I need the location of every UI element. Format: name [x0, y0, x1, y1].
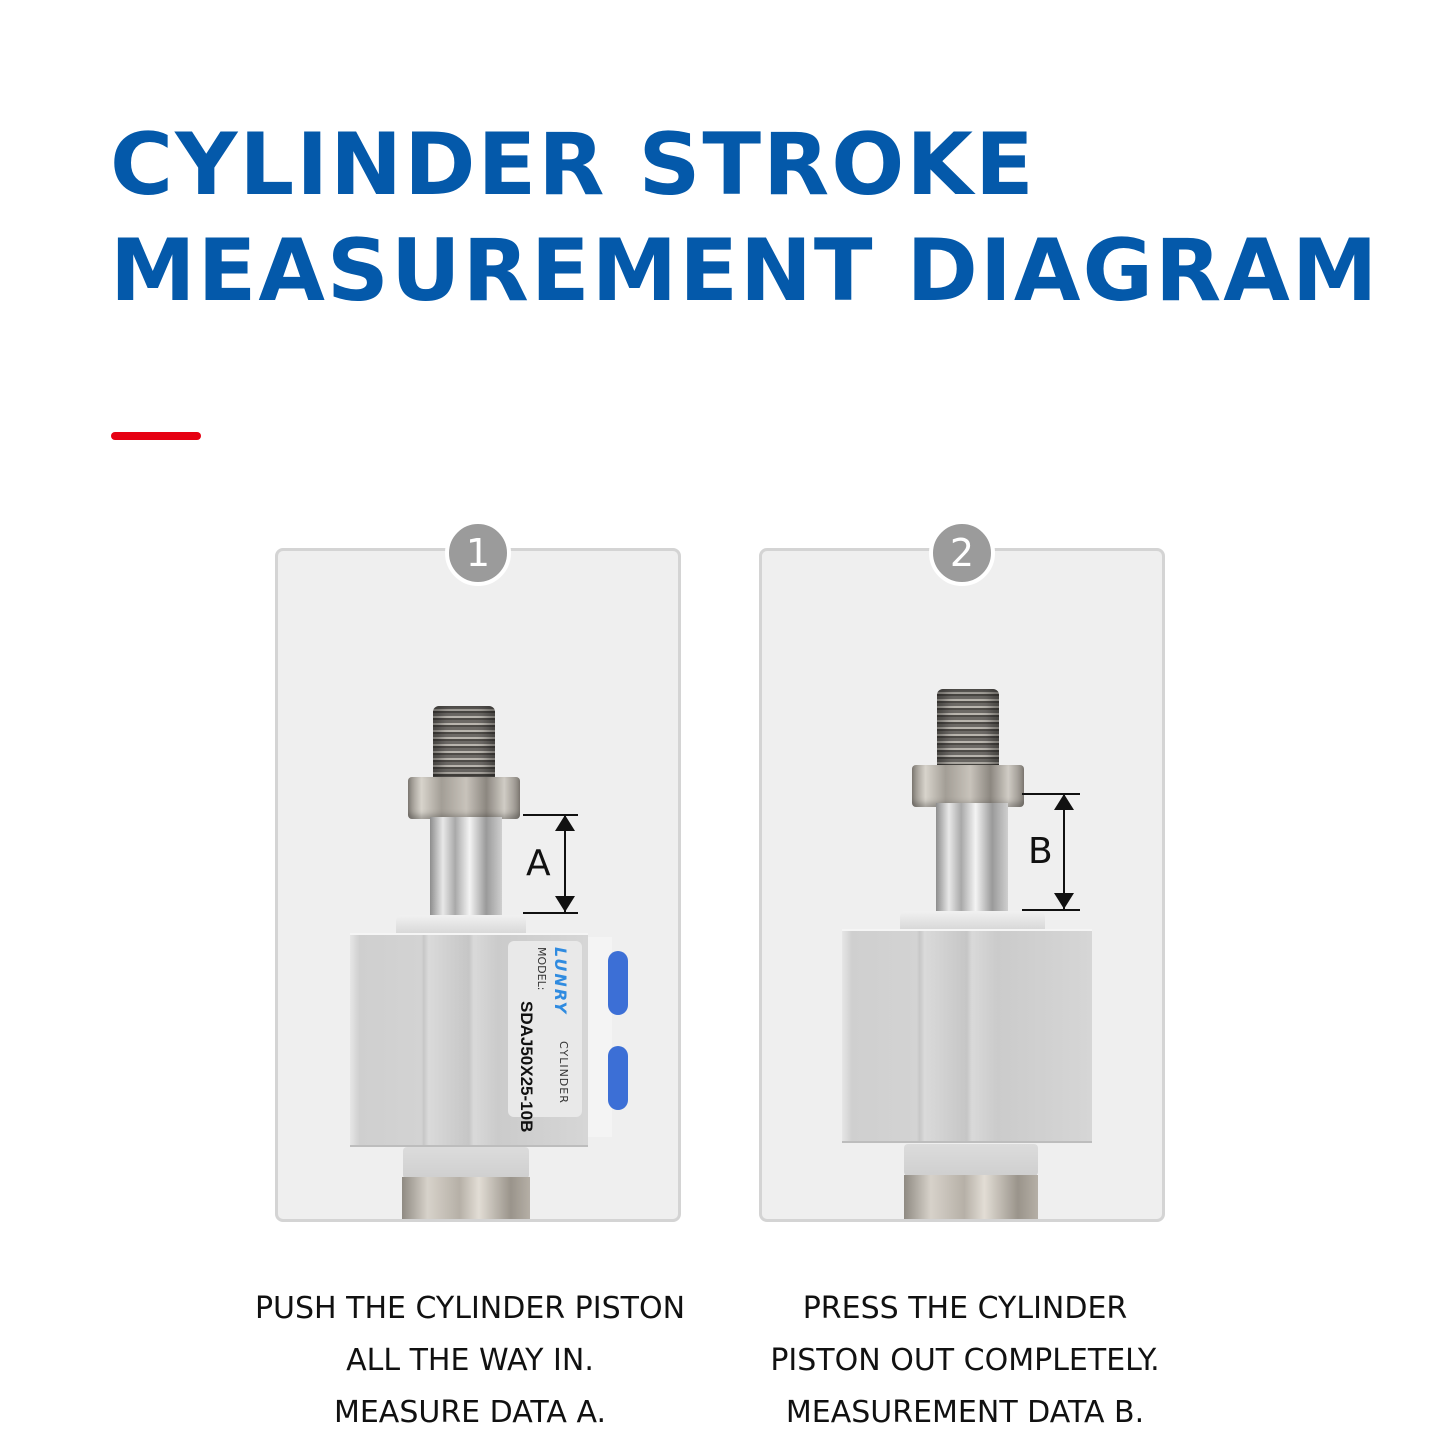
air-fitting-bottom	[608, 1046, 628, 1110]
step-number-badge: 2	[929, 520, 995, 586]
title-line-2: MEASUREMENT DIAGRAM	[110, 221, 1380, 321]
title-line-1: CYLINDER STROKE	[110, 115, 1036, 215]
air-fitting-top	[608, 951, 628, 1015]
page-title: CYLINDER STROKE MEASUREMENT DIAGRAM	[110, 112, 1379, 324]
step-number-badge: 1	[445, 520, 511, 586]
step-2-caption: PRESS THE CYLINDER PISTON OUT COMPLETELY…	[690, 1283, 1240, 1439]
step-2-cylinder-photo: B	[762, 551, 1162, 1219]
caption-line: MEASUREMENT DATA B.	[785, 1395, 1145, 1430]
model-code: SDAJ50X25-10B	[517, 1001, 536, 1133]
caption-line: PUSH THE CYLINDER PISTON	[254, 1291, 686, 1326]
threaded-rod-end	[433, 706, 495, 778]
step-2-panel: B 2	[759, 520, 1165, 1222]
step-1-caption: PUSH THE CYLINDER PISTON ALL THE WAY IN.…	[190, 1283, 750, 1439]
cylinder-body: LUNRY CYLINDER MODEL: SDAJ50X25-10B	[350, 933, 588, 1147]
red-accent-divider	[111, 432, 201, 440]
product-type: CYLINDER	[557, 1041, 570, 1104]
dimension-bottom-line	[1022, 909, 1080, 911]
arrow-down-icon	[555, 896, 575, 912]
model-prefix: MODEL:	[535, 947, 548, 991]
base-seal-ring	[904, 1144, 1038, 1176]
arrow-up-icon	[1054, 794, 1074, 810]
step-1-cylinder-photo: LUNRY CYLINDER MODEL: SDAJ50X25-10B A	[278, 551, 678, 1219]
piston-rod	[430, 817, 502, 917]
dimension-label-b: B	[1028, 831, 1053, 872]
dimension-label-a: A	[526, 843, 551, 884]
hex-nut	[912, 765, 1024, 807]
dimension-vertical-line	[1063, 795, 1065, 909]
caption-line: PISTON OUT COMPLETELY.	[770, 1343, 1160, 1378]
threaded-rod-end	[937, 689, 999, 769]
caption-line: ALL THE WAY IN.	[346, 1343, 594, 1378]
base-tube	[904, 1175, 1038, 1219]
base-tube	[402, 1177, 530, 1219]
arrow-down-icon	[1054, 893, 1074, 909]
base-seal-ring	[403, 1147, 529, 1179]
dimension-top-line	[523, 814, 578, 816]
hex-nut	[408, 777, 520, 819]
cylinder-body	[842, 929, 1092, 1143]
rod-collar	[396, 915, 526, 935]
brand-logo: LUNRY	[551, 947, 570, 1016]
dimension-top-line	[1022, 793, 1080, 795]
dimension-vertical-line	[564, 816, 566, 912]
rod-collar	[900, 911, 1045, 931]
piston-rod	[936, 803, 1008, 913]
arrow-up-icon	[555, 815, 575, 831]
step-1-panel: LUNRY CYLINDER MODEL: SDAJ50X25-10B A 1	[275, 520, 681, 1222]
caption-line: MEASURE DATA A.	[333, 1395, 607, 1430]
caption-line: PRESS THE CYLINDER	[802, 1291, 1128, 1326]
product-label: LUNRY CYLINDER MODEL: SDAJ50X25-10B	[508, 941, 582, 1132]
dimension-bottom-line	[523, 912, 578, 914]
